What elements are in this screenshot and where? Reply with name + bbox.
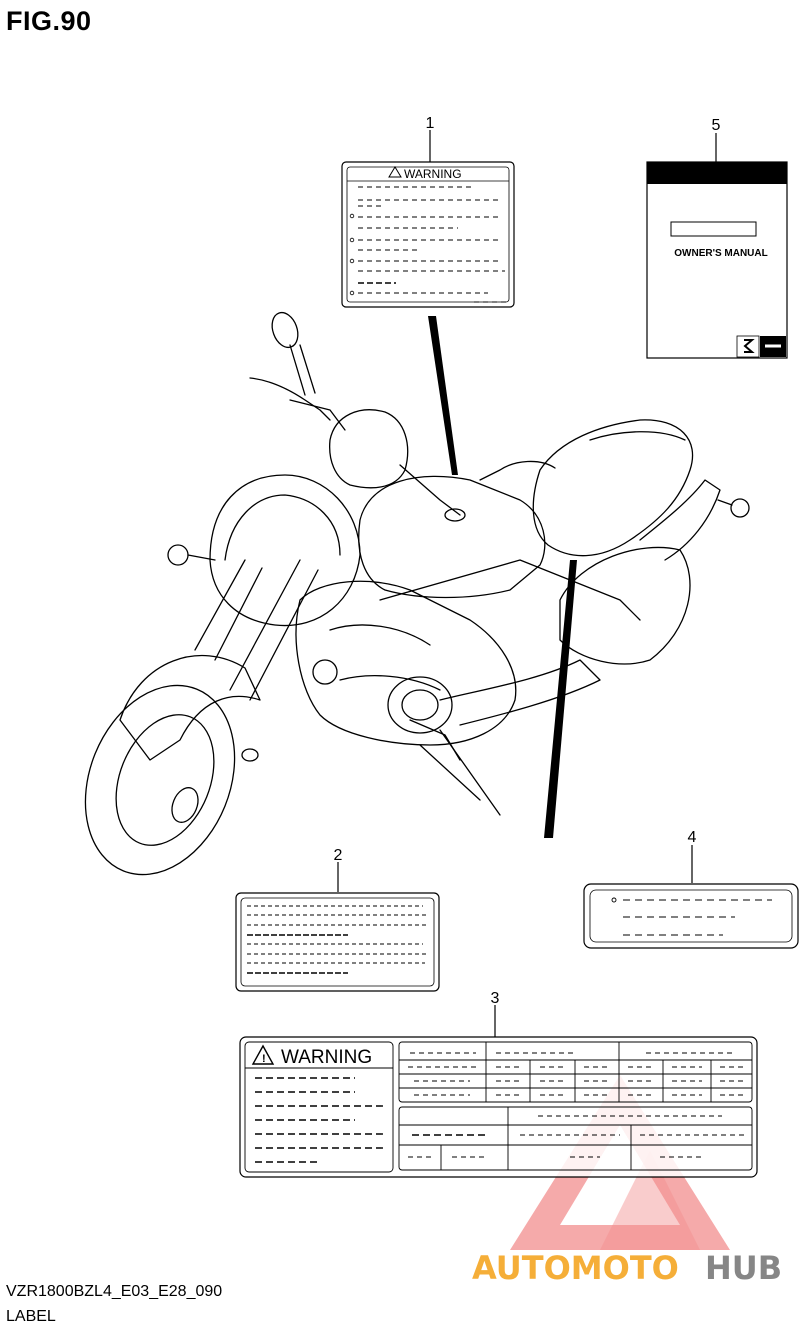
- callout-2: 2: [334, 847, 343, 864]
- label-4: [583, 883, 799, 949]
- label-5-owners-manual: OWNER'S MANUAL: [646, 161, 788, 359]
- leader-lines: [337, 130, 717, 1037]
- watermark-text-b: HUB: [705, 1249, 782, 1287]
- label-2: [235, 892, 440, 992]
- watermark-logo: [510, 1075, 730, 1250]
- figure-title: FIG.90: [6, 6, 92, 36]
- label-1-heading: WARNING: [404, 167, 462, 181]
- figure-caption: LABEL: [6, 1308, 56, 1325]
- callout-3: 3: [491, 990, 500, 1007]
- label-3-heading: WARNING: [281, 1047, 372, 1068]
- svg-text:!: !: [262, 1053, 266, 1065]
- suzuki-logo-icon: [736, 335, 786, 358]
- motorcycle-illustration: [84, 311, 750, 876]
- watermark-text: AUTOMOTO HUB: [472, 1249, 782, 1287]
- warning-triangle-icon: [251, 1044, 275, 1065]
- callout-1: 1: [426, 115, 435, 132]
- figure-code: VZR1800BZL4_E03_E28_090: [6, 1283, 223, 1300]
- callout-5: 5: [712, 117, 721, 134]
- label-3-warning: ! WARNING: [239, 1036, 758, 1178]
- watermark-text-a: AUTOMOTO: [472, 1249, 679, 1287]
- manual-title: OWNER'S MANUAL: [674, 248, 767, 259]
- warning-triangle-icon: [388, 166, 402, 178]
- callout-4: 4: [688, 829, 697, 846]
- label-1-warning: WARNING: [341, 161, 515, 308]
